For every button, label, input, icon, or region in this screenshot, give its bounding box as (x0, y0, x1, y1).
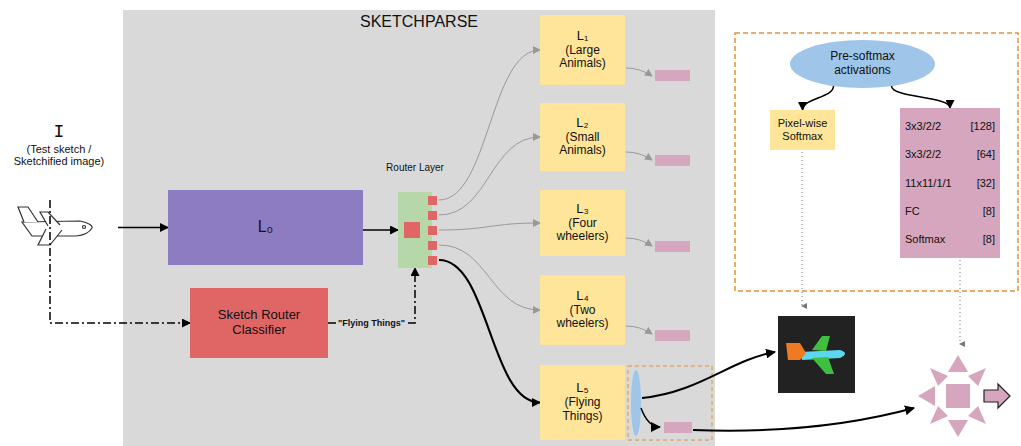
zoom-box (628, 366, 712, 440)
dotted-line (802, 152, 803, 306)
table-cell: [8] (983, 205, 995, 218)
node-title: Pre-softmax activations (804, 50, 921, 78)
connector (118, 227, 168, 229)
softmax-box: Pixel-wise Softmax (770, 110, 835, 150)
branch-box: L₃(Four wheelers) (540, 190, 625, 256)
node-title: Router Layer (382, 162, 448, 174)
pose-output-icon (918, 355, 1010, 437)
connector (803, 86, 834, 110)
router-port (428, 196, 437, 205)
table-cell: [128] (971, 120, 995, 133)
branch-box: L₁(Large Animals) (540, 15, 625, 85)
connector (439, 223, 540, 230)
router-classifier: Sketch Router Classifier (190, 288, 328, 358)
activation-ellipse: Pre-softmax activations (790, 40, 935, 88)
flow-line (641, 408, 660, 427)
table-cell: [8] (983, 233, 995, 246)
dotted-line (960, 260, 961, 344)
branch-box: L₂(Small Animals) (540, 103, 625, 171)
node-title: Sketch Router Classifier (194, 308, 324, 338)
table-cell: FC (905, 205, 920, 218)
connector (328, 268, 415, 323)
pose-output (664, 422, 692, 433)
node-title: SKETCHPARSE (360, 13, 478, 31)
node-title: L₃ (576, 202, 589, 217)
input-sketch (18, 207, 92, 245)
edge-label: "Flying Things" (336, 318, 407, 328)
flow-line (642, 352, 775, 398)
activation-ellipse (631, 370, 641, 436)
table-row: 3x3/2/2 [128] (905, 120, 995, 133)
node-title: L₂ (576, 116, 588, 131)
router-switch (404, 222, 420, 238)
table-row: 3x3/2/2 [64] (905, 148, 995, 161)
node-subtitle: (Four wheelers) (543, 217, 622, 245)
detail-box (735, 33, 1018, 291)
table-cell: 3x3/2/2 (905, 148, 941, 161)
branch-outputs (626, 68, 690, 341)
table-cell: 11x11/1/1 (905, 177, 952, 190)
router-port (428, 211, 437, 220)
flow-line (693, 408, 914, 431)
node-title: L₄ (576, 289, 589, 304)
node-title: L₀ (258, 218, 274, 236)
sketchparse-ground (123, 10, 715, 446)
branch-box: L₅(Flying Things) (540, 365, 625, 440)
table-cell: [32] (977, 177, 995, 190)
table-row: Softmax [8] (905, 233, 995, 246)
node-title: L₁ (577, 29, 589, 44)
node-title: Pixel-wise Softmax (772, 117, 833, 142)
branch-box: L₄(Two wheelers) (540, 275, 625, 345)
node-subtitle: (Flying Things) (543, 396, 622, 424)
node-subtitle: (Large Animals) (543, 44, 622, 72)
node-title: I (54, 122, 65, 143)
connector (892, 86, 951, 108)
pose-head-table: 3x3/2/2 [128] 3x3/2/2 [64] 11x11/1/1 [32] FC [8… (900, 108, 1000, 258)
table-row: FC [8] (905, 205, 995, 218)
connector (439, 137, 540, 215)
router-port (428, 241, 437, 250)
table-cell: [64] (977, 148, 995, 161)
node-subtitle: (Test sketch / Sketchified image) (0, 143, 118, 168)
table-cell: Softmax (905, 233, 945, 246)
node-subtitle: (Two wheelers) (543, 304, 622, 332)
shared-network: L₀ (168, 190, 363, 265)
segmentation-output (778, 316, 855, 393)
input-label: I(Test sketch / Sketchified image) (0, 122, 118, 200)
node-title: L₅ (576, 381, 588, 396)
router-layer: Router Layer (398, 192, 432, 268)
connector (439, 245, 540, 310)
connector (363, 229, 398, 231)
sketchparse-region: SKETCHPARSE L₀ Router LayerSketch Router C… (123, 10, 715, 446)
router-port (428, 256, 437, 265)
connector (439, 260, 540, 403)
connector (439, 50, 540, 200)
table-row: 11x11/1/1 [32] (905, 177, 995, 190)
node-subtitle: (Small Animals) (543, 131, 622, 159)
router-port (428, 226, 437, 235)
table-cell: 3x3/2/2 (905, 120, 941, 133)
